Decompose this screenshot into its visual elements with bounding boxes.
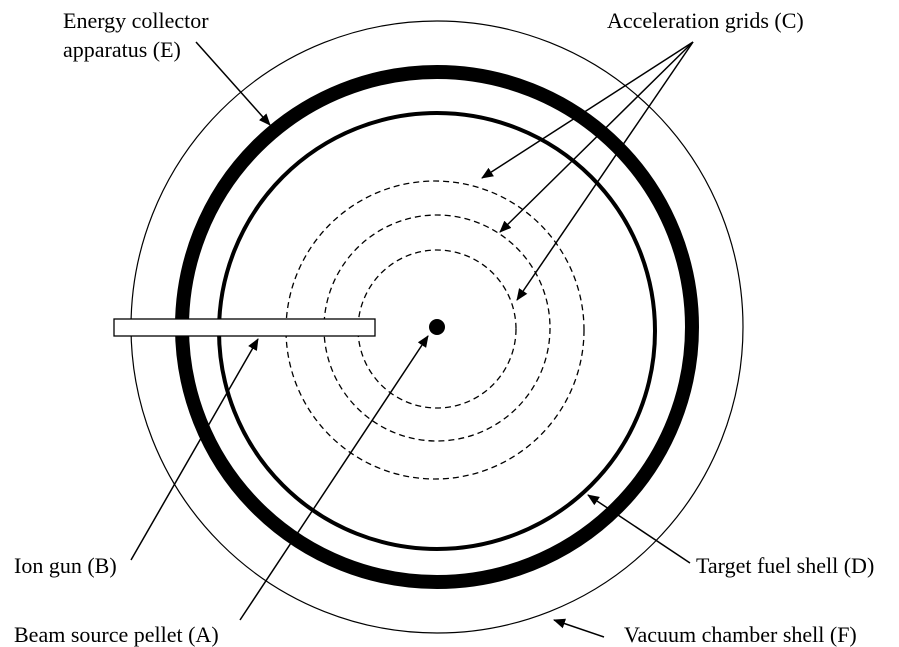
label-ion-gun: Ion gun (B) — [14, 553, 117, 578]
label-vacuum-chamber-shell: Vacuum chamber shell (F) — [624, 622, 857, 647]
arrow-grid-inner — [516, 41, 694, 301]
arrow-grid-middle — [499, 41, 694, 233]
arrow-target-fuel-shell — [587, 494, 691, 564]
beam-source-pellet — [429, 319, 445, 335]
acceleration-grid-outer — [285, 180, 585, 480]
label-energy-collector-line2: apparatus (E) — [63, 37, 181, 62]
arrow-energy-collector — [195, 41, 271, 126]
label-energy-collector-line1: Energy collector — [63, 8, 209, 33]
label-target-fuel-shell: Target fuel shell (D) — [696, 553, 874, 578]
arrow-beam-source-pellet — [239, 335, 429, 621]
label-acceleration-grids: Acceleration grids (C) — [607, 8, 804, 33]
arrow-grid-outer — [481, 41, 694, 179]
arrow-vacuum-chamber-shell — [553, 618, 605, 638]
ion-gun-barrel — [113, 318, 376, 337]
arrow-ion-gun — [130, 338, 259, 561]
acceleration-grid-inner — [357, 249, 517, 409]
label-beam-source-pellet: Beam source pellet (A) — [14, 622, 219, 647]
